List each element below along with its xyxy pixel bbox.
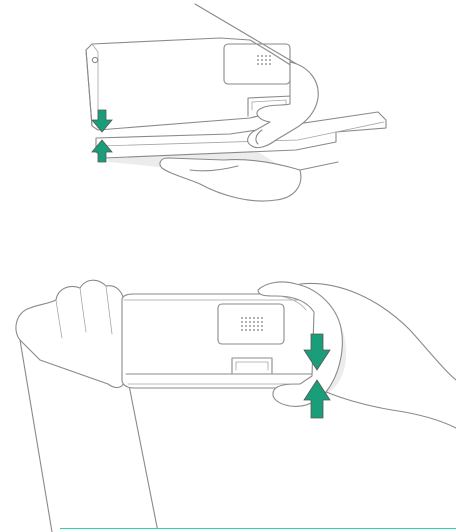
bottom-panel <box>16 280 456 532</box>
hand-right-wrist <box>326 392 456 428</box>
accent-bar <box>60 528 456 532</box>
hand-left-bottom <box>160 158 301 201</box>
forearm-right-line <box>300 162 338 170</box>
top-panel <box>86 4 386 201</box>
forearm-left <box>20 340 52 532</box>
hand-left-fingers <box>16 280 124 387</box>
